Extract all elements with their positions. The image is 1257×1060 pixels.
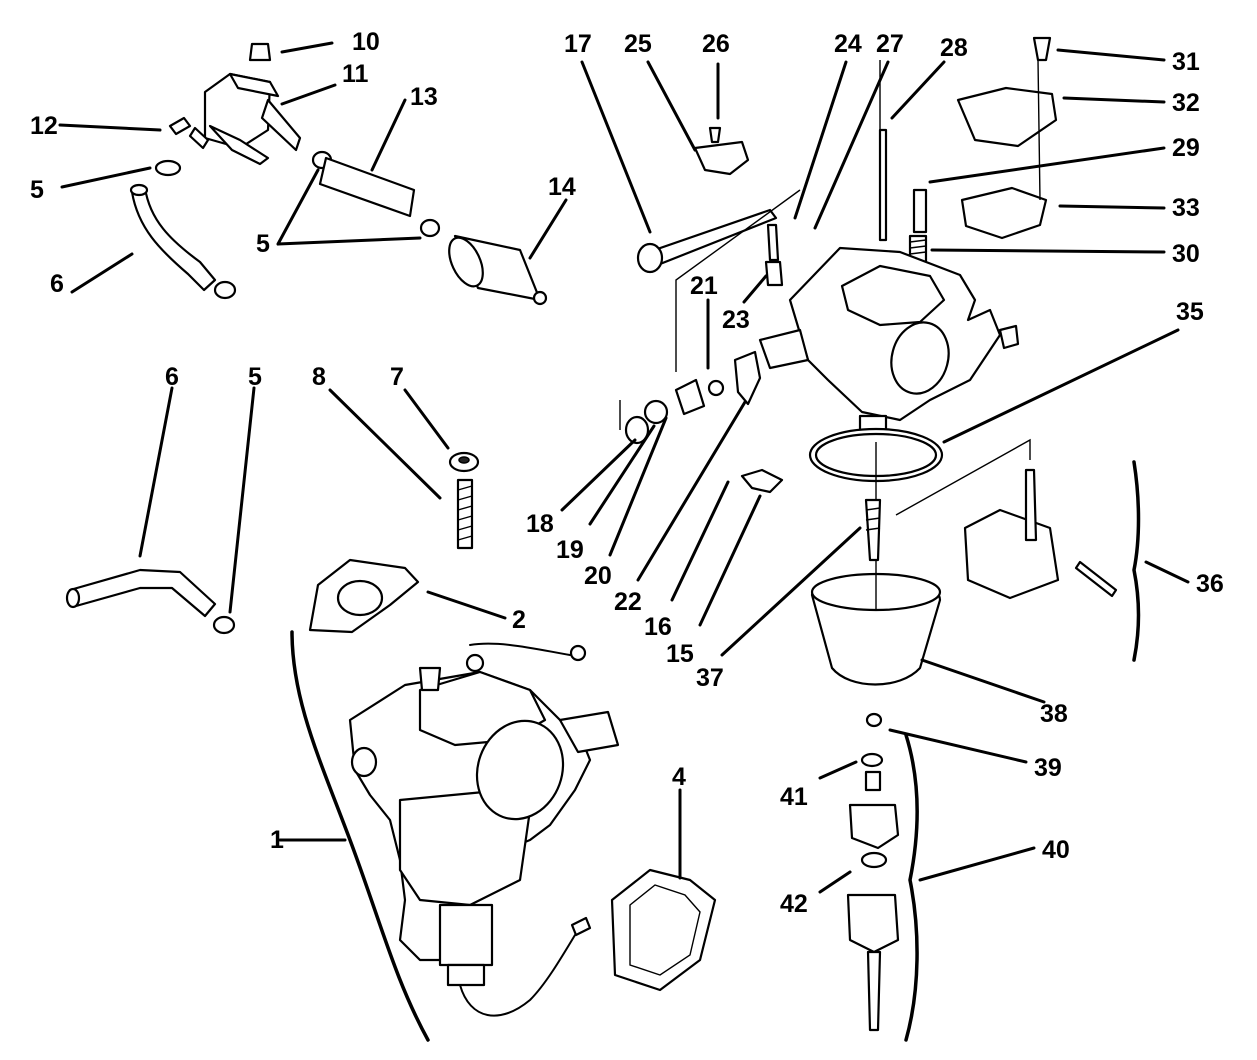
callout-label: 11 <box>342 60 369 88</box>
callout-label: 22 <box>614 588 642 616</box>
callout-label: 6 <box>50 270 64 298</box>
callout-label: 1 <box>270 826 284 854</box>
callout-label: 20 <box>584 562 612 590</box>
assembly-guide-lines <box>619 59 1041 610</box>
callout-label: 12 <box>30 112 58 140</box>
callout-label: 15 <box>666 640 694 668</box>
gasket-part <box>308 558 717 992</box>
callout-label: 23 <box>722 306 750 334</box>
callout-label: 41 <box>780 783 808 811</box>
callout-label: 24 <box>834 30 862 58</box>
callout-label: 2 <box>512 606 526 634</box>
callout-label: 26 <box>702 30 730 58</box>
callout-label: 36 <box>1196 570 1224 598</box>
callout-label: 38 <box>1040 700 1068 728</box>
throttle-shaft-part <box>636 126 778 274</box>
solenoid-part <box>846 712 900 1032</box>
float-part <box>963 468 1118 600</box>
callout-label: 30 <box>1172 240 1200 268</box>
callout-label: 33 <box>1172 194 1200 222</box>
spring-part <box>624 128 928 494</box>
callout-label: 8 <box>312 363 326 391</box>
callout-label: 16 <box>644 613 672 641</box>
callout-label: 10 <box>352 28 380 56</box>
callout-label: 35 <box>1176 298 1204 326</box>
callout-label: 7 <box>390 363 404 391</box>
callout-label: 37 <box>696 664 724 692</box>
cover-plate-part <box>956 36 1058 240</box>
clamp-part <box>154 150 441 635</box>
callout-label: 5 <box>256 230 270 258</box>
callout-label: 19 <box>556 536 584 564</box>
callout-label: 27 <box>876 30 904 58</box>
callout-label: 6 <box>165 363 179 391</box>
brace-40 <box>904 733 919 1042</box>
callout-label: 13 <box>410 83 438 111</box>
callout-label: 40 <box>1042 836 1070 864</box>
callout-label: 14 <box>548 173 576 201</box>
fuel-pump-part <box>168 42 302 166</box>
stud-part <box>448 451 480 550</box>
callout-label: 4 <box>672 763 686 791</box>
callout-label: 29 <box>1172 134 1200 162</box>
callout-label: 28 <box>940 34 968 62</box>
callout-label: 42 <box>780 890 808 918</box>
carburetor-assembly-part <box>348 642 620 1017</box>
carburetor-body-part <box>758 246 1020 444</box>
brace-1 <box>290 630 430 1042</box>
callout-label: 31 <box>1172 48 1200 76</box>
callout-label: 17 <box>564 30 592 58</box>
callout-label: 18 <box>526 510 554 538</box>
callout-label: 39 <box>1034 754 1062 782</box>
callout-label: 5 <box>30 176 44 204</box>
fuel-filter-part <box>448 234 548 306</box>
brace-36 <box>1132 460 1141 662</box>
callout-label: 32 <box>1172 89 1200 117</box>
callout-label: 5 <box>248 363 262 391</box>
callout-label: 25 <box>624 30 652 58</box>
callout-label: 21 <box>690 272 718 300</box>
fuel-hose-part <box>65 156 416 618</box>
leader-lines <box>58 41 1190 894</box>
main-jet-part <box>864 498 882 562</box>
